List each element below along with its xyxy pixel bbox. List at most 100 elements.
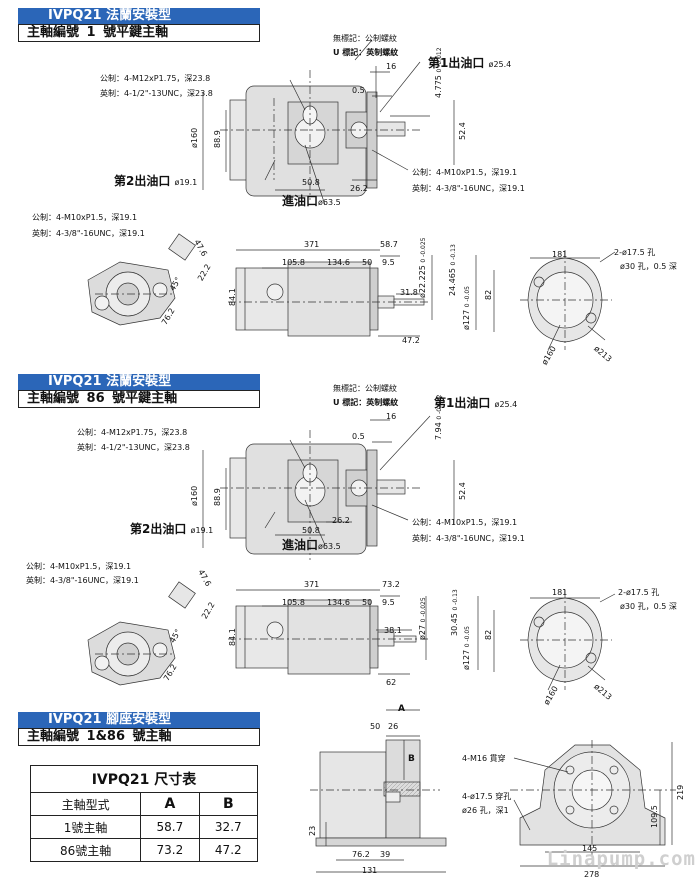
outlet-2-label-2: 第2出油口 ø19.1 — [130, 522, 214, 536]
pump-side-view-1 — [228, 249, 495, 337]
foot-mount-side-view — [310, 709, 447, 873]
dim-16-2: 16 — [386, 412, 397, 421]
bolt-spec-imperial-2: 英制：4-1/2"-13UNC，深23.8 — [77, 443, 190, 452]
dim-88-9-2: 88.9 — [213, 488, 222, 506]
table-caption: IVPQ21 尺寸表 — [30, 765, 258, 793]
thread-note-metric: 無標記：公制螺紋 — [333, 34, 397, 43]
dim-371: 371 — [304, 240, 320, 249]
inlet-label-2: 進油口ø63.5 — [282, 538, 341, 552]
pump-end-view-2 — [87, 581, 196, 686]
dim-24-465: 24.465 0 -0.13 — [448, 244, 457, 296]
dim-134-6: 134.6 — [327, 258, 350, 267]
bolt3-spec-metric: 公制：4-M10xP1.5，深19.1 — [32, 213, 138, 222]
dim-105-8-2: 105.8 — [282, 598, 305, 607]
counterbore-spec: ø30 孔，0.5 深 — [620, 262, 677, 271]
pump-top-view-1 — [220, 70, 420, 200]
dim-62: 62 — [386, 678, 397, 687]
hole-spec: 2-ø17.5 孔 — [614, 248, 656, 257]
dim-82: 82 — [484, 289, 493, 300]
dim-50-foot: 50 — [370, 722, 381, 731]
bolt3-spec-imperial: 英制：4-3/8"-16UNC，深19.1 — [32, 229, 145, 238]
thread-note-imperial: U 標記：英制螺紋 — [333, 48, 399, 57]
dim-9-5-2: 9.5 — [382, 598, 395, 607]
dim-219: 219 — [676, 784, 685, 800]
table-header: B — [198, 792, 259, 816]
outlet-2-label: 第2出油口 ø19.1 — [114, 174, 198, 188]
section-header-2: IVPQ21 法蘭安裝型 主軸編號 86 號平鍵主軸 — [18, 374, 260, 408]
dim-105-8: 105.8 — [282, 258, 305, 267]
dim-181-2: 181 — [552, 588, 568, 597]
table-cell: 86號主軸 — [29, 838, 142, 862]
dim-26-2-2: 26.2 — [332, 516, 350, 525]
inlet-label: 進油口ø63.5 — [282, 194, 341, 208]
dim-52-4-2: 52.4 — [458, 482, 467, 500]
dim-16: 16 — [386, 62, 397, 71]
table-cell: 58.7 — [140, 815, 200, 839]
section-title: IVPQ21 法蘭安裝型 — [18, 374, 260, 390]
dim-39: 39 — [380, 850, 391, 859]
dim-A-marker: A — [398, 704, 405, 714]
bolt3-spec-imperial-2: 英制：4-3/8"-16UNC，深19.1 — [26, 576, 139, 585]
bolt2-spec-imperial: 英制：4-3/8"-16UNC，深19.1 — [412, 184, 525, 193]
dim-pilot: ø127 0 -0.05 — [462, 286, 471, 330]
section-header-1: IVPQ21 法蘭安裝型 主軸編號 1 號平鍵主軸 — [18, 8, 260, 42]
dim-B-47-2: 47.2 — [402, 336, 420, 345]
dim-371-2: 371 — [304, 580, 320, 589]
table-cell: 32.7 — [198, 815, 259, 839]
dim-key-2: 7.94 0 -0.012 — [434, 394, 443, 440]
bolt-spec-imperial: 英制：4-1/2"-13UNC，深23.8 — [100, 89, 213, 98]
dim-84-1-2: 84.1 — [228, 628, 237, 646]
dim-181: 181 — [552, 250, 568, 259]
section-header-3: IVPQ21 腳座安裝型 主軸編號 1&86 號主軸 — [18, 712, 260, 746]
dim-50-2: 50 — [362, 598, 373, 607]
dim-52-4: 52.4 — [458, 122, 467, 140]
dim-31-8: 31.8 — [400, 288, 418, 297]
counterbore-spec-2: ø30 孔，0.5 深 — [620, 602, 677, 611]
watermark: Linapump.com — [546, 848, 696, 870]
dim-160-2: ø160 — [190, 485, 199, 506]
tapped-hole-spec: 4-M16 貫穿 — [462, 754, 506, 763]
dim-shaft-dia-2: ø27 0 -0.025 — [418, 597, 427, 640]
dim-pilot-2: ø127 0 -0.05 — [462, 626, 471, 670]
bolt2-spec-metric-2: 公制：4-M10xP1.5，深19.1 — [412, 518, 518, 527]
flange-view-1 — [520, 250, 616, 351]
section-subtitle: 主軸編號 1&86 號主軸 — [18, 728, 260, 746]
section-subtitle: 主軸編號 1 號平鍵主軸 — [18, 24, 260, 42]
table-header: 主軸型式 — [29, 792, 142, 816]
dim-23: 23 — [308, 825, 317, 836]
dim-145: 145 — [582, 844, 598, 853]
hole-spec-2: 2-ø17.5 孔 — [618, 588, 660, 597]
dim-26-foot: 26 — [388, 722, 399, 731]
dim-A-58-7: 58.7 — [380, 240, 398, 249]
counterbore-spec-foot: ø26 孔，深1 — [462, 806, 509, 815]
dimension-table: IVPQ21 尺寸表 主軸型式 A B 1號主軸 58.7 32.7 86號主軸… — [29, 765, 259, 862]
table-cell: 1號主軸 — [29, 815, 142, 839]
pump-side-view-2 — [228, 589, 495, 675]
dim-key: 4.775 0 -0.012 — [434, 47, 443, 98]
outlet-1-label: 第1出油口 ø25.4 — [428, 56, 512, 70]
pump-end-view-1 — [87, 233, 196, 326]
pump-top-view-2 — [202, 415, 455, 560]
table-cell: 47.2 — [198, 838, 259, 862]
dim-82-2: 82 — [484, 629, 493, 640]
dim-38-1: 38.1 — [384, 626, 402, 635]
dims-1 — [202, 39, 455, 206]
thread-note-imperial-2: U 標記：英制螺紋 — [333, 398, 399, 407]
table-row: 1號主軸 58.7 32.7 — [29, 815, 259, 839]
dim-B-marker: B — [408, 754, 415, 764]
dim-134-6-2: 134.6 — [327, 598, 350, 607]
dim-26-2: 26.2 — [350, 184, 368, 193]
dim-0-5-2: 0.5 — [352, 432, 365, 441]
dim-A-73-2: 73.2 — [382, 580, 400, 589]
bolt-spec-metric: 公制：4-M12xP1.75，深23.8 — [100, 74, 211, 83]
table-header: A — [140, 792, 200, 816]
bolt-spec-metric-2: 公制：4-M12xP1.75，深23.8 — [77, 428, 188, 437]
dim-109-5: 109.5 — [650, 805, 659, 828]
dim-131: 131 — [362, 866, 378, 875]
through-hole-spec: 4-ø17.5 穿孔 — [462, 792, 512, 801]
dim-278: 278 — [584, 870, 600, 879]
dim-160: ø160 — [190, 127, 199, 148]
dim-9-5: 9.5 — [382, 258, 395, 267]
section-title: IVPQ21 腳座安裝型 — [18, 712, 260, 728]
